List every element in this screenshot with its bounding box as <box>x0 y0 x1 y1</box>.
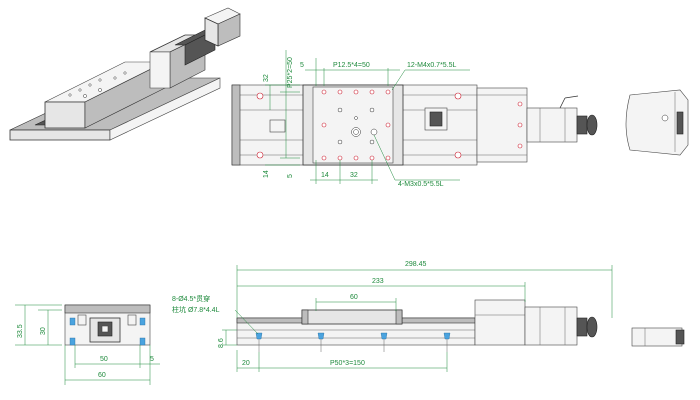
top-view-dimensions: 5 P12.5*4=50 12-M4x0.7*5.5L P25*2=50 32 … <box>263 50 470 188</box>
dim-end-33-5: 33.5 <box>17 324 24 338</box>
dim-front-20: 20 <box>242 360 250 367</box>
hole-note-counterbore: 柱坑 Ø7.8*4.4L <box>172 305 220 314</box>
dim-thread-m3: 4-M3x0.5*5.5L <box>398 181 444 188</box>
dim-len-298: 298.45 <box>405 261 427 268</box>
dim-side-14: 14 <box>263 170 270 178</box>
dim-top-p12: P12.5*4=50 <box>333 62 370 69</box>
dim-front-8-6: 8.6 <box>218 338 225 348</box>
front-view <box>236 299 598 352</box>
dim-end-30: 30 <box>40 327 47 335</box>
dim-thread-m4: 12-M4x0.7*5.5L <box>407 62 457 69</box>
dim-top-5: 5 <box>300 62 304 69</box>
top-view <box>231 84 598 166</box>
dim-len-233: 233 <box>372 278 384 285</box>
dim-side-32: 32 <box>263 74 270 82</box>
front-view-dimensions: 298.45 233 60 8-Ø4.5*贯穿 柱坑 Ø7.8*4.4L 8.6… <box>172 261 613 372</box>
carriage-holes <box>321 89 391 161</box>
dim-front-p50: P50*3=150 <box>330 360 365 367</box>
mounting-holes <box>255 332 451 352</box>
dim-end-5: 5 <box>150 356 154 363</box>
dim-end-50: 50 <box>100 356 108 363</box>
dim-bottom-32: 32 <box>350 172 358 179</box>
dim-bottom-14: 14 <box>321 172 329 179</box>
hole-note-through: 8-Ø4.5*贯穿 <box>172 294 210 303</box>
dim-side-p25: P25*2=50 <box>287 57 294 88</box>
connector-front-view <box>631 327 685 347</box>
end-view-dimensions: 33.5 30 50 5 60 <box>15 304 160 385</box>
connector-side-view <box>625 89 689 156</box>
isometric-view <box>9 7 241 141</box>
dim-end-60: 60 <box>98 372 106 379</box>
end-view <box>64 304 151 346</box>
dim-len-60: 60 <box>350 294 358 301</box>
dim-side-5: 5 <box>287 174 294 178</box>
